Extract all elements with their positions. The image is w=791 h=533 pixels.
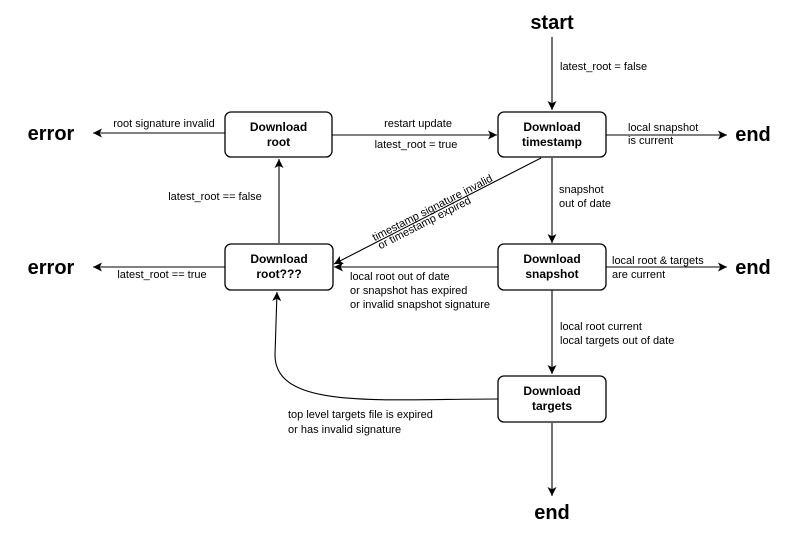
label-snapshot-to-targets-2: local targets out of date (560, 335, 674, 347)
label-restart-update: restart update (384, 118, 452, 130)
node-download-root-retry-line1: Download (250, 252, 307, 266)
terminal-error-bottom: error (28, 257, 75, 279)
label-snapshot-to-retry-1: local root out of date (350, 271, 450, 283)
node-download-targets-line1: Download (523, 384, 580, 398)
label-latest-root-equals-true: latest_root == true (117, 269, 206, 281)
label-latest-root-false: latest_root == false (168, 191, 262, 203)
label-latest-root-true: latest_root = true (375, 139, 458, 151)
label-start-to-timestamp: latest_root = false (560, 61, 647, 73)
label-local-snapshot-current-1: local snapshot (628, 122, 698, 134)
label-root-signature-invalid: root signature invalid (113, 118, 215, 130)
node-download-root-retry-line2: root??? (256, 267, 301, 281)
label-timestamp-invalid-1: timestamp signature invalid (371, 173, 495, 244)
label-local-root-targets-current-2: are current (612, 269, 665, 281)
label-snapshot-to-retry-2: or snapshot has expired (350, 285, 467, 297)
label-snapshot-out-of-date-2: out of date (559, 198, 611, 210)
terminal-end-snapshot: end (735, 257, 771, 279)
node-download-targets: Download targets (497, 375, 607, 423)
node-download-snapshot-line2: snapshot (525, 267, 578, 281)
terminal-end-timestamp: end (735, 124, 771, 146)
edge-targets-to-retry (272, 291, 499, 401)
node-download-root: Download root (224, 111, 333, 158)
node-download-timestamp-line1: Download (523, 120, 580, 134)
label-local-root-targets-current-1: local root & targets (612, 255, 704, 267)
terminal-start: start (530, 12, 574, 34)
terminal-end-targets: end (534, 502, 570, 524)
node-download-targets-line2: targets (532, 399, 572, 413)
node-download-snapshot-line1: Download (523, 252, 580, 266)
label-snapshot-to-retry-3: or invalid snapshot signature (350, 299, 490, 311)
edge-timestamp-to-retry (333, 157, 542, 265)
label-local-snapshot-current-2: is current (628, 135, 673, 147)
node-download-root-retry: Download root??? (224, 243, 334, 291)
node-download-root-line2: root (267, 135, 290, 149)
node-download-timestamp-line2: timestamp (522, 135, 582, 149)
label-snapshot-to-targets-1: local root current (560, 321, 642, 333)
node-download-root-line1: Download (250, 120, 307, 134)
label-snapshot-out-of-date-1: snapshot (559, 184, 604, 196)
label-targets-to-retry-1: top level targets file is expired (288, 409, 433, 421)
terminal-error-top: error (28, 123, 75, 145)
label-targets-to-retry-2: or has invalid signature (288, 424, 401, 436)
node-download-timestamp: Download timestamp (497, 111, 607, 158)
node-download-snapshot: Download snapshot (497, 243, 607, 291)
